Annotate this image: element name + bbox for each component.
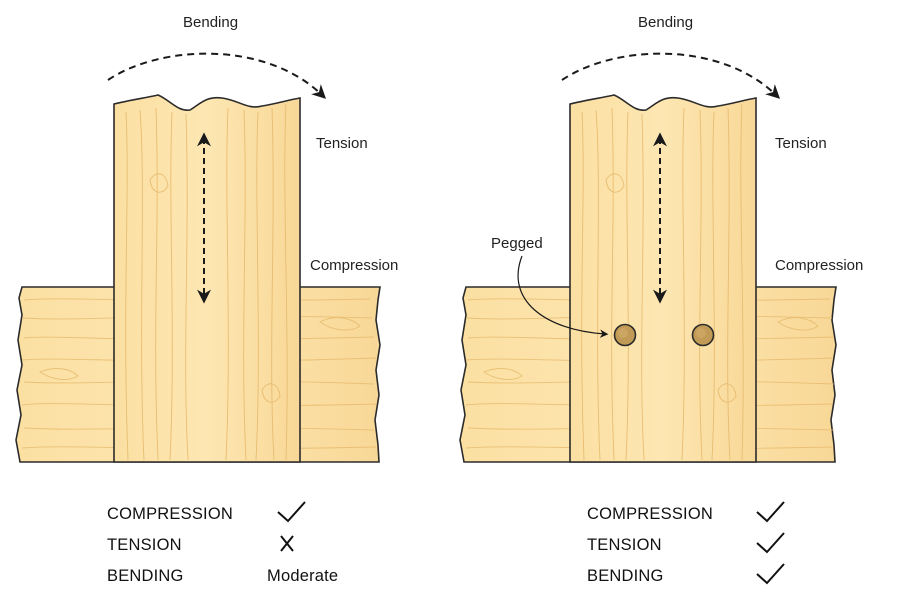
rating-text-bending: Moderate <box>267 567 338 585</box>
peg-right <box>691 323 715 347</box>
pegged-leader-arrow-icon <box>517 255 609 338</box>
check-icon <box>756 563 785 585</box>
row-label-tension: TENSION <box>587 536 662 554</box>
row-label-compression: COMPRESSION <box>587 505 713 523</box>
compression-label: Compression <box>310 257 398 274</box>
bending-arrow-icon <box>561 52 781 99</box>
row-label-tension: TENSION <box>107 536 182 554</box>
check-icon <box>756 501 785 523</box>
post-left <box>113 94 301 463</box>
properties-table-left: COMPRESSION TENSION BENDING Moderate <box>107 501 338 585</box>
tension-label: Tension <box>775 135 827 152</box>
check-icon <box>756 532 785 554</box>
cross-icon <box>280 535 294 552</box>
panel-left-unpegged: Bending Tension Compression COMPRESSION … <box>15 14 398 585</box>
panel-right-pegged: Bending Tension Compression Pegged COMPR… <box>459 14 863 585</box>
check-icon <box>277 501 306 523</box>
row-label-bending: BENDING <box>587 567 664 585</box>
compression-label: Compression <box>775 257 863 274</box>
tension-label: Tension <box>316 135 368 152</box>
peg-left <box>613 323 637 347</box>
post-right <box>569 94 757 463</box>
properties-table-right: COMPRESSION TENSION BENDING <box>587 501 785 585</box>
bending-arrow-icon <box>107 52 327 99</box>
pegged-label: Pegged <box>491 235 543 252</box>
bending-label: Bending <box>183 14 238 31</box>
row-label-compression: COMPRESSION <box>107 505 233 523</box>
row-label-bending: BENDING <box>107 567 184 585</box>
bending-label: Bending <box>638 14 693 31</box>
